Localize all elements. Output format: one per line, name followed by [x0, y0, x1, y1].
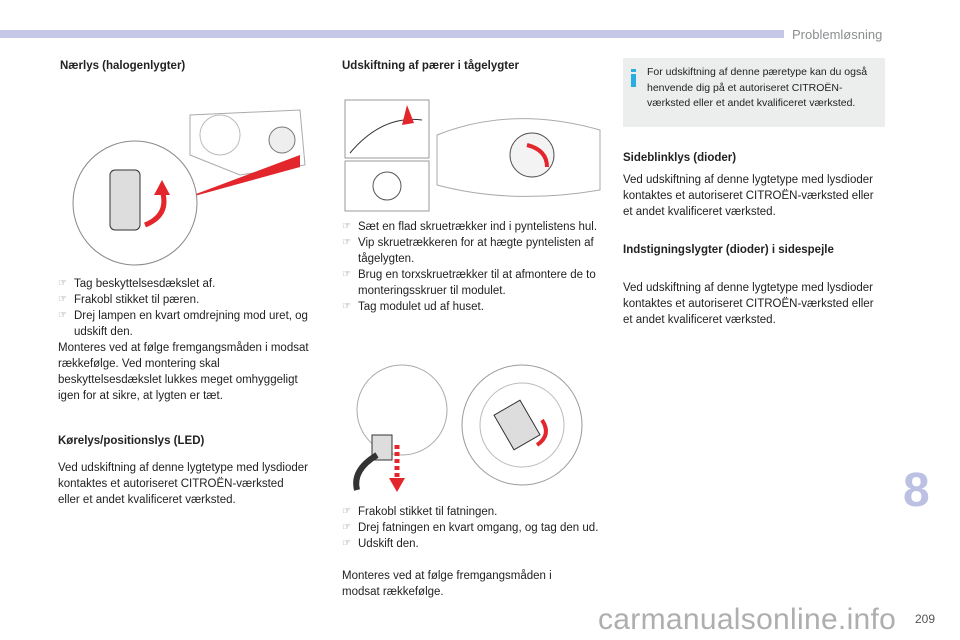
- page-number: 209: [915, 612, 936, 626]
- section-title: Problemløsning: [792, 27, 883, 42]
- list-item: Tag modulet ud af huset.: [342, 299, 604, 315]
- list-item: Frakobl stikket til pæren.: [58, 292, 318, 308]
- fog-steps-2: Frakobl stikket til fatningen. Drej fatn…: [342, 504, 604, 552]
- watermark: carmanualsonline.info: [598, 603, 897, 636]
- heading-side-indicator: Sideblinklys (dioder): [623, 152, 737, 164]
- low-beam-note: Monteres ved at følge fremgangsmåden i m…: [58, 342, 309, 402]
- info-text: For udskiftning af denne pæretype kan du…: [647, 66, 868, 109]
- drl-text: Ved udskiftning af denne lygtetype med l…: [58, 462, 308, 506]
- side-indicator-text: Ved udskiftning af denne lygtetype med l…: [623, 174, 874, 218]
- heading-drl: Kørelys/positionslys (LED): [58, 435, 205, 447]
- fog-bulb-illustration: [353, 364, 583, 492]
- list-item: Drej fatningen en kvart omgang, og tag d…: [342, 520, 604, 536]
- list-item: Udskift den.: [342, 536, 604, 552]
- list-item: Tag beskyttelsesdækslet af.: [58, 276, 318, 292]
- chapter-number: 8: [903, 464, 930, 517]
- fog-note: Monteres ved at følge fremgangsmåden i m…: [342, 570, 552, 598]
- heading-mirror-lamps: Indstigningslygter (dioder) i sidespejle: [623, 244, 834, 256]
- heading-low-beam: Nærlys (halogenlygter): [60, 60, 186, 72]
- list-item: Frakobl stikket til fatningen.: [342, 504, 604, 520]
- fog-steps-1: Sæt en flad skruetrækker ind i pyntelist…: [342, 219, 604, 315]
- headlamp-illustration: [72, 109, 306, 266]
- low-beam-steps: Tag beskyttelsesdækslet af. Frakobl stik…: [58, 276, 318, 340]
- info-icon: [631, 69, 636, 87]
- header-bar: [0, 30, 784, 38]
- info-box: For udskiftning af denne pæretype kan du…: [623, 58, 885, 127]
- heading-fog: Udskiftning af pærer i tågelygter: [342, 60, 520, 72]
- list-item: Vip skruetrækkeren for at hægte pyntelis…: [342, 235, 604, 267]
- list-item: Sæt en flad skruetrækker ind i pyntelist…: [342, 219, 604, 235]
- fog-trim-illustration: [344, 99, 601, 212]
- mirror-lamps-text: Ved udskiftning af denne lygtetype med l…: [623, 282, 874, 326]
- list-item: Drej lampen en kvart omdrejning mod uret…: [58, 308, 318, 340]
- list-item: Brug en torxskruetrækker til at afmonter…: [342, 267, 604, 299]
